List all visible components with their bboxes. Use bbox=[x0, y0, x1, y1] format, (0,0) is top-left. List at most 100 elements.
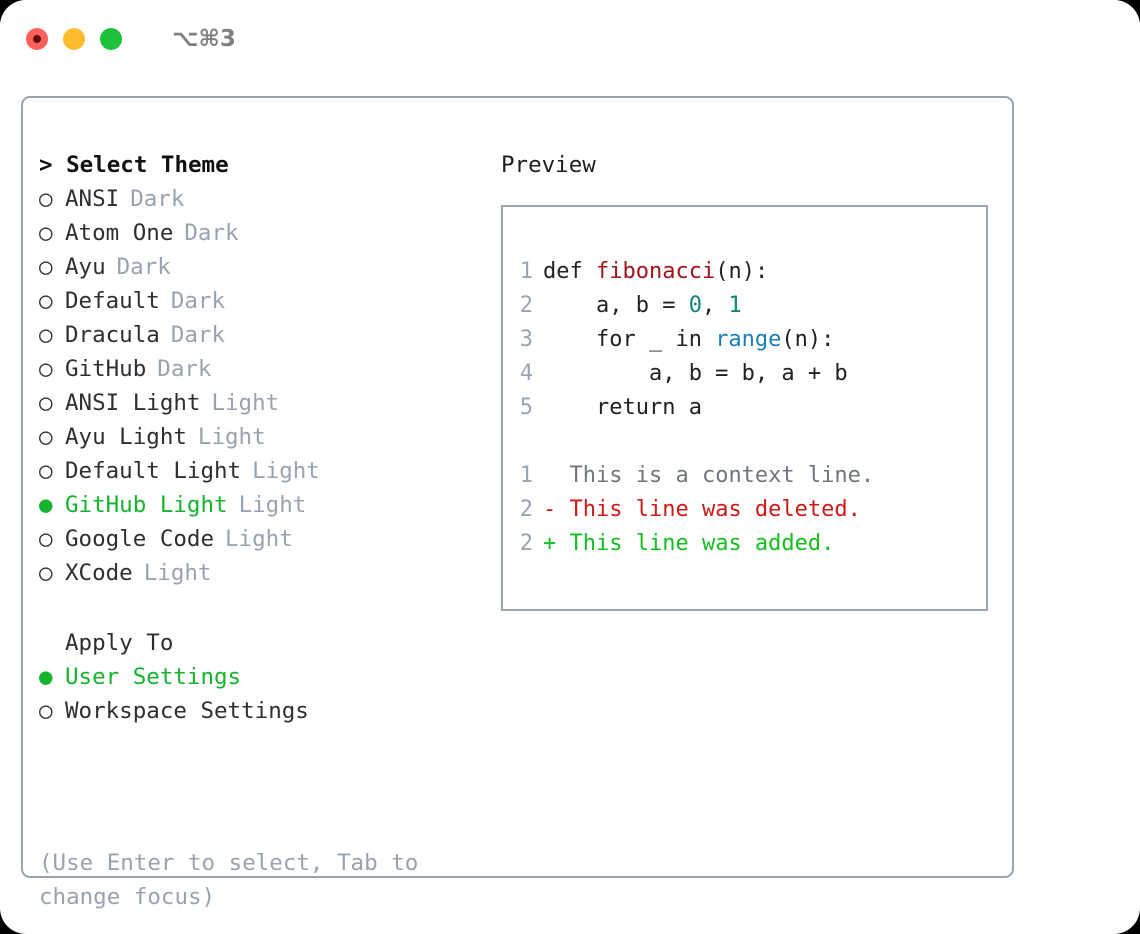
code-token: a, b = bbox=[543, 293, 689, 318]
theme-variant-label: Light bbox=[225, 526, 293, 552]
code-token: def bbox=[543, 259, 596, 284]
theme-list-item[interactable]: ○ Atom One Dark bbox=[39, 216, 499, 250]
theme-list-item[interactable]: ○ Dracula Dark bbox=[39, 318, 499, 352]
apply-to-indent bbox=[39, 626, 65, 660]
diff-line-number: 1 bbox=[519, 463, 533, 488]
theme-list-item[interactable]: ○ Ayu Dark bbox=[39, 250, 499, 284]
diff-sign bbox=[543, 459, 570, 493]
select-theme-header-label: > Select Theme bbox=[39, 152, 229, 178]
theme-name-label: Ayu bbox=[65, 254, 106, 280]
theme-name-label: ANSI bbox=[65, 186, 120, 212]
theme-name-label: GitHub bbox=[65, 356, 147, 382]
code-sample: 1 def fibonacci (n): 2 a, b = 0, 1 3 for _ i… bbox=[517, 255, 980, 425]
section-spacer bbox=[39, 590, 499, 626]
code-diff-spacer bbox=[517, 425, 980, 459]
diff-line-number: 2 bbox=[519, 497, 533, 522]
apply-to-item[interactable]: ○Workspace Settings bbox=[39, 694, 499, 728]
preview-box: 1 def fibonacci (n): 2 a, b = 0, 1 3 for _ i… bbox=[501, 205, 988, 611]
apply-to-header-label: Apply To bbox=[65, 630, 174, 656]
radio-selected-icon[interactable]: ● bbox=[39, 664, 53, 690]
diff-text: This line was added. bbox=[569, 531, 835, 556]
theme-name-label: GitHub Light bbox=[65, 492, 228, 518]
line-number: 5 bbox=[519, 395, 533, 420]
maximize-window-button[interactable] bbox=[100, 28, 122, 50]
code-token: (n): bbox=[781, 327, 835, 352]
theme-name-label: Dracula bbox=[65, 322, 160, 348]
theme-name-label: Default Light bbox=[65, 458, 242, 484]
theme-list-item[interactable]: ○ GitHub Dark bbox=[39, 352, 499, 386]
code-line: 2 a, b = 0, 1 bbox=[517, 289, 980, 323]
radio-unselected-icon[interactable]: ○ bbox=[39, 424, 53, 450]
radio-unselected-icon[interactable]: ○ bbox=[39, 288, 53, 314]
diff-line: 2- This line was deleted. bbox=[517, 493, 980, 527]
line-number: 2 bbox=[519, 293, 533, 318]
radio-unselected-icon[interactable]: ○ bbox=[39, 390, 53, 416]
code-token: 1 bbox=[728, 293, 742, 318]
radio-unselected-icon[interactable]: ○ bbox=[39, 698, 53, 724]
radio-unselected-icon[interactable]: ○ bbox=[39, 254, 53, 280]
diff-text: This is a context line. bbox=[569, 463, 875, 488]
apply-to-label: User Settings bbox=[65, 664, 242, 690]
radio-unselected-icon[interactable]: ○ bbox=[39, 458, 53, 484]
radio-unselected-icon[interactable]: ○ bbox=[39, 356, 53, 382]
diff-text: This line was deleted. bbox=[569, 497, 861, 522]
theme-variant-label: Dark bbox=[184, 220, 239, 246]
select-theme-header: > Select Theme bbox=[39, 148, 499, 182]
code-line: 4 a, b = b, a + b bbox=[517, 357, 980, 391]
radio-unselected-icon[interactable]: ○ bbox=[39, 526, 53, 552]
close-window-button[interactable] bbox=[26, 28, 48, 50]
line-number: 3 bbox=[519, 327, 533, 352]
code-token: for _ in bbox=[543, 327, 716, 352]
theme-list-item[interactable]: ● GitHub Light Light bbox=[39, 488, 499, 522]
line-number: 1 bbox=[519, 259, 533, 284]
theme-list-item[interactable]: ○ ANSI Dark bbox=[39, 182, 499, 216]
keyboard-hint: (Use Enter to select, Tab to change focu… bbox=[39, 850, 432, 910]
diff-sign: - bbox=[543, 497, 570, 522]
code-token: a, b = b, a + b bbox=[543, 361, 848, 386]
theme-list-item[interactable]: ○ Ayu Light Light bbox=[39, 420, 499, 454]
theme-list-item[interactable]: ○ XCode Light bbox=[39, 556, 499, 590]
theme-name-label: Ayu Light bbox=[65, 424, 187, 450]
theme-list-item[interactable]: ○ Google Code Light bbox=[39, 522, 499, 556]
theme-variant-label: Dark bbox=[157, 356, 212, 382]
code-token: fibonacci bbox=[595, 259, 716, 284]
radio-unselected-icon[interactable]: ○ bbox=[39, 322, 53, 348]
keyboard-shortcut-label: ⌥⌘3 bbox=[172, 26, 236, 52]
diff-sample: 1 This is a context line.2- This line wa… bbox=[517, 459, 980, 561]
minimize-window-button[interactable] bbox=[63, 28, 85, 50]
theme-variant-label: Dark bbox=[116, 254, 171, 280]
theme-variant-label: Light bbox=[238, 492, 307, 518]
diff-line: 1 This is a context line. bbox=[517, 459, 980, 493]
line-number: 4 bbox=[519, 361, 533, 386]
theme-variant-label: Dark bbox=[130, 186, 185, 212]
theme-variant-label: Dark bbox=[170, 322, 226, 348]
code-token: range bbox=[715, 327, 782, 352]
theme-variant-label: Light bbox=[143, 560, 212, 586]
apply-to-item[interactable]: ● User Settings bbox=[39, 660, 499, 694]
theme-name-label: Atom One bbox=[65, 220, 174, 246]
apply-to-header: Apply To bbox=[39, 626, 499, 660]
theme-variant-label: Light bbox=[211, 390, 280, 416]
theme-variant-label: Light bbox=[197, 424, 266, 450]
traffic-lights bbox=[26, 28, 122, 50]
diff-line: 2+ This line was added. bbox=[517, 527, 980, 561]
code-preview: 1 def fibonacci (n): 2 a, b = 0, 1 3 for _ i… bbox=[517, 255, 980, 561]
code-line: 5 return a bbox=[517, 391, 980, 425]
radio-unselected-icon[interactable]: ○ bbox=[39, 186, 53, 212]
radio-unselected-icon[interactable]: ○ bbox=[39, 560, 53, 586]
theme-name-label: Google Code bbox=[65, 526, 215, 552]
radio-unselected-icon[interactable]: ○ bbox=[39, 220, 53, 246]
diff-line-number: 2 bbox=[519, 531, 533, 556]
theme-name-label: XCode bbox=[65, 560, 133, 586]
code-token: return a bbox=[543, 395, 702, 420]
radio-selected-icon[interactable]: ● bbox=[39, 492, 53, 518]
code-token: 0 bbox=[688, 293, 702, 318]
preview-title: Preview bbox=[501, 152, 596, 178]
